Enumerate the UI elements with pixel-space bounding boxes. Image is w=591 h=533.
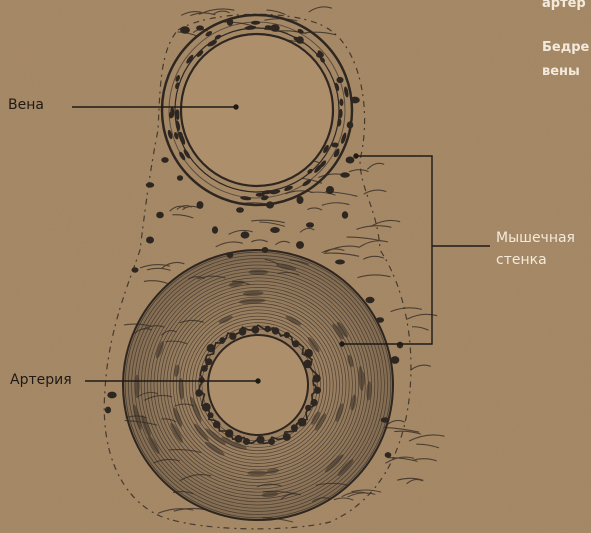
tissue-nucleus [342, 211, 348, 219]
endothelial-nucleus [272, 327, 279, 334]
endothelial-nucleus [205, 358, 212, 365]
endothelial-nucleus [265, 326, 271, 332]
tissue-nucleus [107, 392, 116, 399]
tissue-nucleus [146, 237, 154, 244]
endothelial-nucleus [311, 399, 318, 406]
tissue-nucleus [236, 207, 244, 213]
muscle-cell [248, 471, 268, 476]
vein-label: Вена [8, 97, 44, 114]
tissue-nucleus [227, 18, 233, 26]
tissue-nucleus [266, 201, 274, 208]
tissue-nucleus [161, 157, 168, 163]
endothelial-nucleus [219, 337, 225, 343]
tissue-nucleus [180, 26, 190, 34]
vein [162, 15, 352, 205]
tissue-nucleus [197, 201, 204, 209]
tissue-nucleus [350, 97, 360, 104]
tissue-nucleus [381, 417, 390, 422]
muscle-wall-label-line1: Мышечная [496, 230, 575, 247]
endothelial-nucleus [239, 328, 247, 336]
endothelial-nucleus [314, 387, 321, 394]
tissue-nucleus [346, 157, 355, 164]
tissue-nucleus [306, 222, 314, 228]
tissue-nucleus [316, 52, 324, 58]
tissue-nucleus [331, 143, 338, 148]
side-text-line3: вены [542, 64, 580, 80]
tissue-nucleus [326, 186, 334, 194]
muscle-wall-label-line2: стенка [496, 252, 547, 269]
tissue-nucleus [335, 260, 345, 265]
endothelial-nucleus [229, 333, 236, 340]
side-text-line2: Бедре [542, 40, 589, 56]
endothelial-nucleus [243, 438, 250, 445]
tissue-nucleus [296, 241, 304, 249]
endothelial-nucleus [213, 421, 221, 429]
tissue-nucleus [296, 36, 304, 43]
endothelial-nucleus [283, 433, 291, 441]
endothelial-nucleus [268, 438, 275, 445]
endothelial-nucleus [284, 332, 290, 338]
tissue-nucleus [227, 252, 234, 258]
tissue-nucleus [270, 24, 279, 31]
muscle-cell [248, 270, 268, 275]
tissue-nucleus [391, 356, 400, 364]
artery-lumen [208, 335, 308, 435]
tissue-nucleus [262, 247, 269, 253]
tissue-nucleus [376, 317, 384, 323]
tissue-nucleus [156, 212, 164, 219]
muscle-cell [135, 375, 140, 398]
tissue-nucleus [177, 175, 183, 181]
tissue-nucleus [105, 407, 111, 414]
artery [123, 250, 393, 520]
endothelial-nucleus [235, 435, 243, 443]
tissue-nucleus [397, 342, 403, 349]
tissue-nucleus [337, 77, 344, 83]
endothelial-nucleus [207, 412, 213, 418]
side-text-line1: артер [542, 0, 586, 12]
endothelial-nucleus [313, 374, 321, 382]
endothelial-nucleus [202, 403, 211, 412]
endothelial-nucleus [305, 405, 311, 411]
endothelial-nucleus [298, 418, 307, 427]
tissue-nucleus [340, 172, 350, 177]
endothelial-nucleus [291, 424, 298, 431]
tissue-nucleus [297, 196, 304, 204]
tissue-nucleus [132, 267, 139, 272]
endothelial-nucleus [304, 349, 313, 358]
endothelial-nucleus [199, 377, 205, 383]
artery-label: Артерия [10, 372, 72, 389]
endothelial-nucleus [256, 436, 264, 444]
endothelial-nucleus [201, 365, 208, 372]
endothelial-nucleus [292, 340, 299, 347]
endothelial-nucleus [207, 344, 215, 352]
tissue-nucleus [196, 25, 204, 30]
vein-lumen [181, 34, 333, 186]
endothelial-nucleus [303, 360, 312, 369]
tissue-nucleus [270, 227, 280, 233]
endothelial-nucleus [252, 326, 260, 334]
tissue-nucleus [146, 182, 154, 187]
tissue-nucleus [212, 226, 218, 234]
tissue-nucleus [241, 231, 250, 238]
endothelial-nucleus [195, 389, 202, 396]
tissue-nucleus [385, 452, 392, 458]
tissue-nucleus [347, 121, 354, 128]
endothelial-nucleus [225, 429, 233, 437]
tissue-nucleus [366, 297, 375, 303]
